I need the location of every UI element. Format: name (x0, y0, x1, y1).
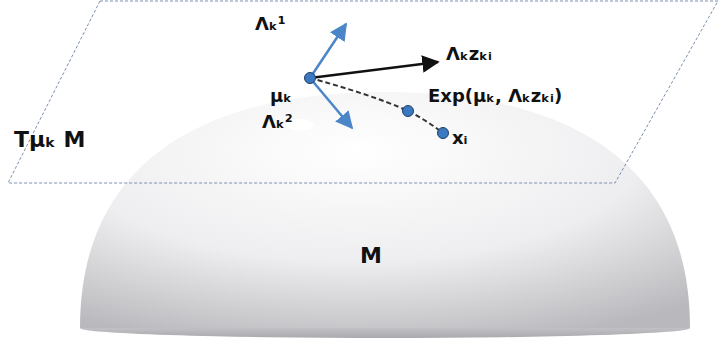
basis-vector (310, 24, 346, 78)
map-label: Exp(μₖ, Λₖzₖᵢ) (428, 86, 562, 106)
point (403, 106, 414, 117)
manifold-label: M (360, 244, 382, 268)
point (305, 73, 316, 84)
point-label: xᵢ (452, 128, 468, 148)
plane-label: Tμₖ M (14, 128, 85, 152)
basis-vector (310, 78, 352, 128)
point (438, 128, 449, 139)
tangent-vector (310, 62, 438, 78)
tangent-plane (8, 1, 718, 183)
vector-label: Λₖ¹ (255, 14, 286, 34)
vector-label: Λₖ² (262, 112, 293, 132)
hemisphere (80, 92, 690, 328)
geodesic (310, 78, 443, 133)
vector-label: Λₖzₖᵢ (446, 44, 492, 64)
point-label: μₖ (270, 86, 292, 106)
